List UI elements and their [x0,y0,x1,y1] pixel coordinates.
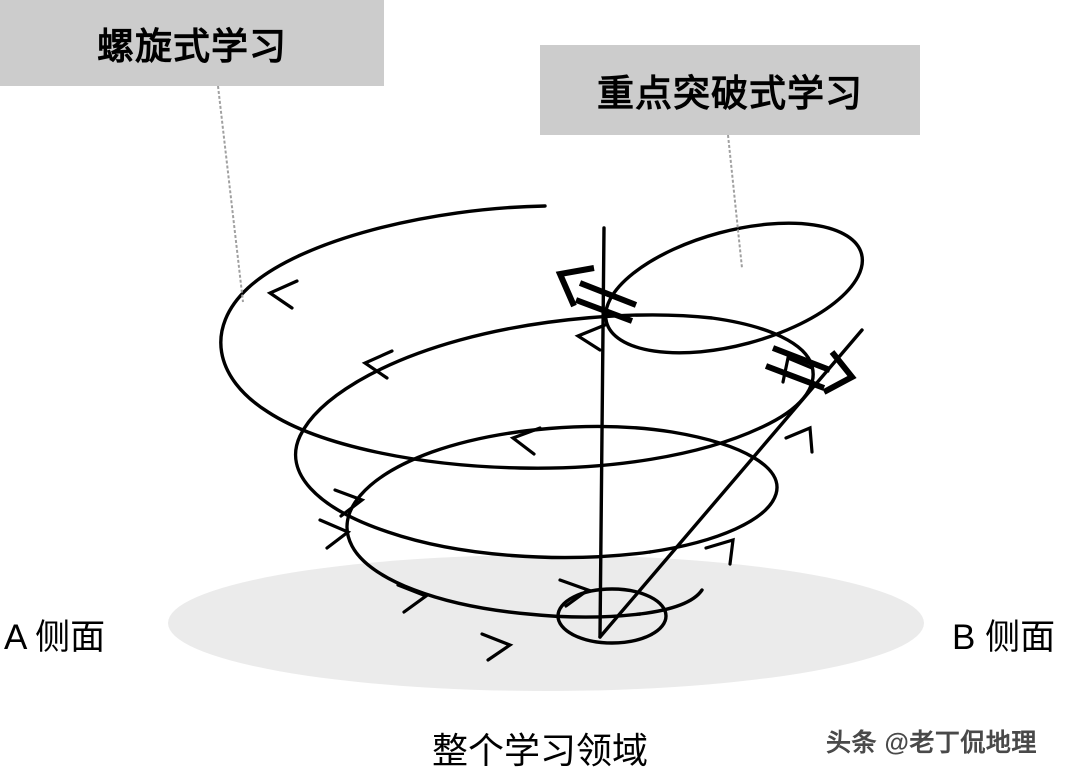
right-hatch-1 [771,345,832,373]
inner-cone [556,221,865,645]
callout-focused-breakthrough-learning[interactable]: 重点突破式学习 [540,45,920,135]
cone-right-edge [598,328,864,639]
left-hatch-2 [574,297,634,324]
watermark-text: 头条 @老丁侃地理 [826,729,1037,757]
arrowhead-left-3 [509,426,542,456]
caption-whole-learning-field: 整个学习领域 [431,730,648,771]
ground-shadow-ellipse [168,555,924,691]
leader-line-spiral [217,85,244,303]
arrowhead-right-4 [480,632,514,662]
callout-focus-label: 重点突破式学习 [597,73,863,114]
breakthrough-arrow-left [555,265,638,324]
arrowhead-right-3 [396,583,430,614]
callout-spiral-learning[interactable]: 螺旋式学习 [0,0,384,86]
spiral-coil-3 [345,424,779,619]
arrowhead-left-2 [361,349,394,380]
leader-line-focus [727,134,743,269]
arrowhead-left-1 [266,279,299,310]
arrowhead-left-4 [574,323,607,352]
label-side-a: A 侧面 [4,618,106,657]
left-hatch-1 [578,280,638,308]
spiral-arrowheads [266,279,814,662]
left-arrow-outline [555,265,595,308]
right-hatch-2 [764,363,826,391]
label-side-b: B 侧面 [952,618,1056,657]
spiral-coils [219,204,815,619]
spiral-coil-4 [638,588,704,616]
arrowhead-right-6 [784,425,814,454]
cone-base-ellipse [556,587,668,645]
breakthrough-arrow-right [764,345,857,395]
arrowhead-right-5 [704,537,735,566]
cone-left-edge [598,226,606,639]
spiral-coil-2 [293,313,815,560]
arrowhead-right-1 [333,488,366,518]
callout-spiral-label: 螺旋式学习 [97,26,287,67]
cone-top-ellipse [603,221,865,355]
arrowhead-right-2 [318,518,352,550]
right-arrow-outline [822,350,857,395]
